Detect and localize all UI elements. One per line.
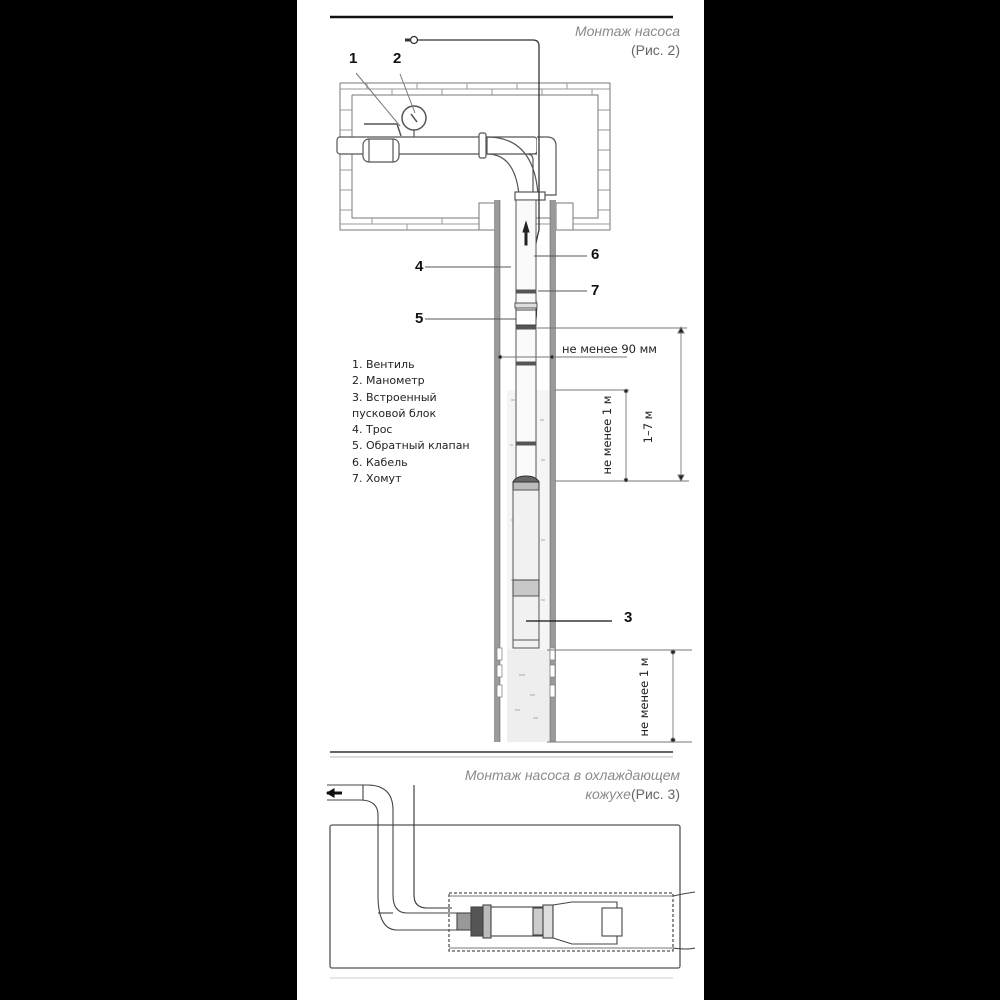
legend-item: 5. Обратный клапан — [352, 439, 470, 453]
legend-item: 1. Вентиль — [352, 358, 415, 371]
dimension-well-diameter: не менее 90 мм — [562, 342, 657, 356]
brick-pit — [339, 82, 611, 231]
installation-diagram — [325, 15, 696, 979]
callout-2: 2 — [393, 50, 402, 67]
callout-5: 5 — [415, 310, 424, 327]
callout-1: 1 — [349, 50, 358, 67]
parts-legend: 1. Вентиль 2. Манометр 3. Встроенный пус… — [352, 357, 470, 487]
figure-2-title-text: Монтаж насоса — [574, 23, 680, 39]
callout-3: 3 — [624, 609, 633, 626]
dimension-clamp-spacing: не менее 1 м — [600, 395, 614, 475]
callout-6: 6 — [591, 246, 600, 263]
figure-3-ref: (Рис. 3) — [630, 786, 680, 802]
legend-item: 6. Кабель — [352, 455, 408, 469]
legend-item: 4. Трос — [352, 423, 393, 437]
legend-item: пусковой блок — [352, 406, 437, 420]
figure-3-title-line1: Монтаж насоса в охлаждающем — [464, 767, 680, 783]
discharge-pipe — [336, 105, 557, 201]
figure-3-title-line2: кожухе — [585, 786, 631, 802]
callout-7: 7 — [591, 282, 600, 299]
instruction-page: Монтаж насоса (Рис. 2) 1 2 4 5 6 7 3 1. … — [297, 0, 704, 1000]
callout-4: 4 — [415, 258, 424, 275]
cooling-sleeve-diagram — [325, 784, 696, 969]
figure-2-title: Монтаж насоса (Рис. 2) — [575, 22, 680, 60]
legend-item: 3. Встроенный — [352, 390, 437, 404]
figure-2-ref: (Рис. 2) — [630, 42, 680, 58]
legend-item: 7. Хомут — [352, 472, 402, 486]
drop-pipe — [512, 199, 540, 649]
legend-item: 2. Манометр — [352, 374, 425, 388]
figure-3-title: Монтаж насоса в охлаждающем кожухе(Рис. … — [465, 766, 680, 804]
dimension-bottom-clearance: не менее 1 м — [637, 657, 651, 737]
dimension-depth-range: 1–7 м — [641, 410, 655, 444]
